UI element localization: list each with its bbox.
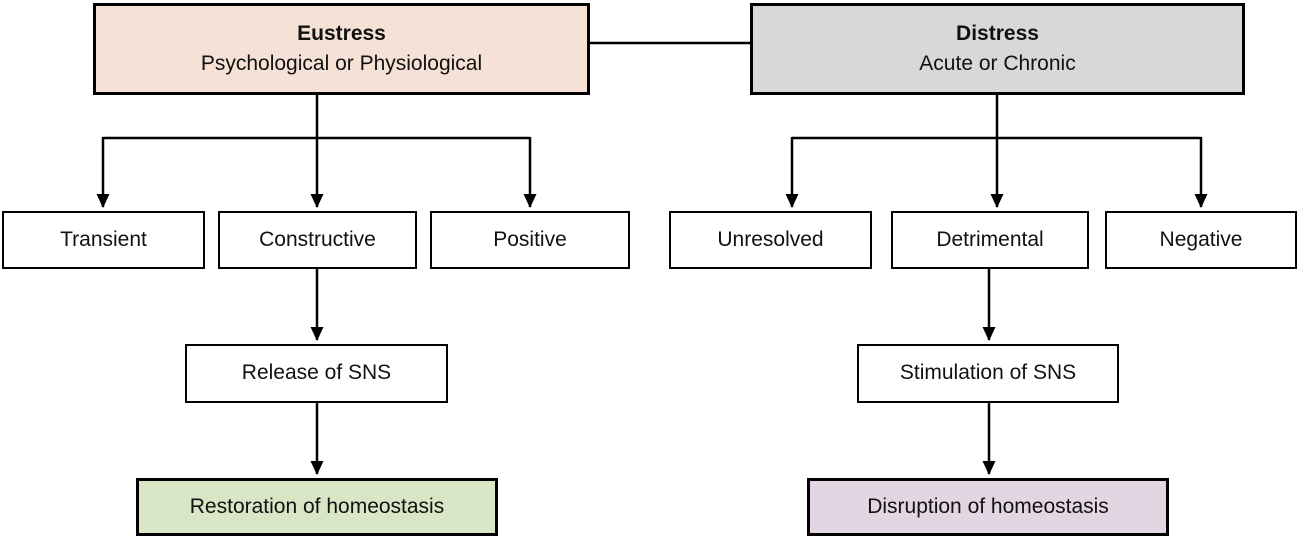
node-release-of-sns: Release of SNS <box>185 344 448 403</box>
node-stimulation-of-sns: Stimulation of SNS <box>857 344 1119 403</box>
node-constructive: Constructive <box>218 211 417 269</box>
node-eustress-subtitle: Psychological or Physiological <box>200 52 483 75</box>
node-distress-subtitle: Acute or Chronic <box>919 52 1076 75</box>
node-distress-title: Distress <box>956 21 1039 45</box>
node-unresolved: Unresolved <box>669 211 872 269</box>
node-detrimental: Detrimental <box>891 211 1089 269</box>
node-distress: Distress Acute or Chronic <box>750 3 1245 95</box>
node-restoration-of-homeostasis: Restoration of homeostasis <box>136 478 498 536</box>
node-eustress: Eustress Psychological or Physiological <box>93 3 590 95</box>
node-eustress-title: Eustress <box>297 21 386 45</box>
node-transient: Transient <box>2 211 205 269</box>
node-positive: Positive <box>430 211 630 269</box>
node-negative: Negative <box>1105 211 1297 269</box>
node-disruption-of-homeostasis: Disruption of homeostasis <box>807 478 1169 536</box>
